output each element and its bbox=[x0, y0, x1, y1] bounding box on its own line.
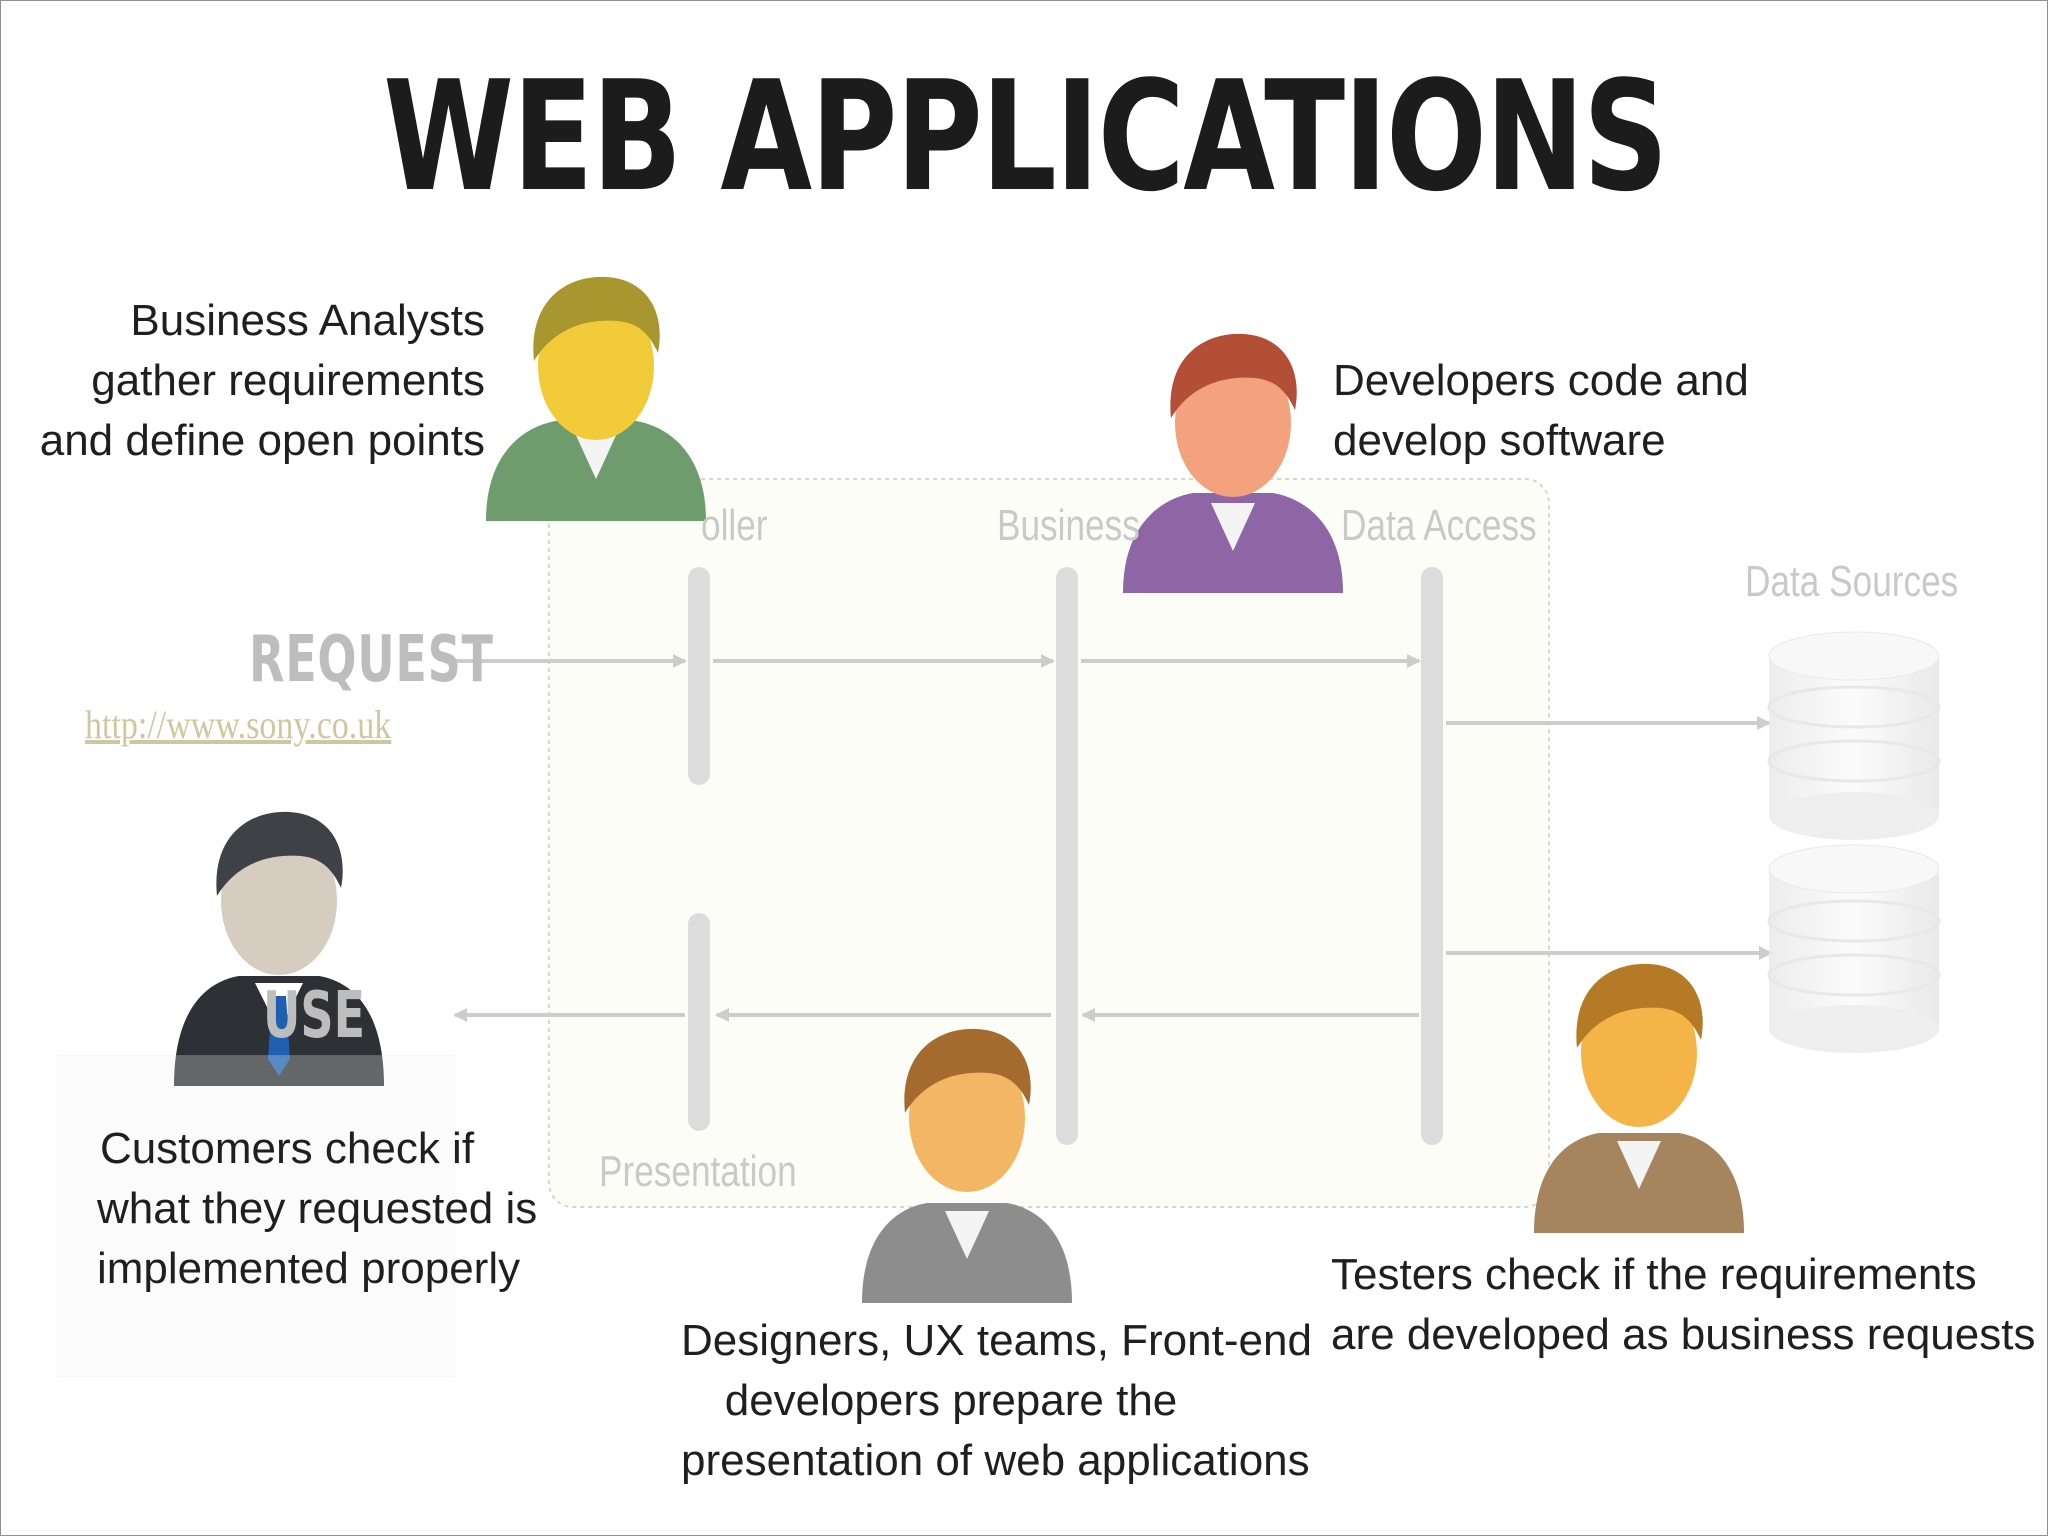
customer-icon bbox=[174, 811, 384, 1086]
data-sources-label: Data Sources bbox=[1745, 557, 1959, 606]
controller-lifeline bbox=[688, 567, 710, 785]
business-label: Business bbox=[997, 501, 1140, 550]
developer-icon bbox=[1123, 333, 1343, 593]
presentation-label: Presentation bbox=[599, 1147, 797, 1196]
data-access-label: Data Access bbox=[1341, 501, 1537, 550]
website-thumbnail bbox=[57, 1055, 455, 1377]
business-lifeline bbox=[1056, 567, 1078, 1145]
response-label: USE bbox=[263, 979, 366, 1053]
customers-note: Customers check if what they requested i… bbox=[97, 1124, 538, 1293]
developers-note: Developers code and develop software bbox=[1333, 356, 1749, 465]
presentation-lifeline bbox=[688, 913, 710, 1131]
database-icon bbox=[1767, 844, 1941, 1053]
designer-icon bbox=[862, 1028, 1072, 1303]
page-title: WEB APPLICATIONS bbox=[383, 48, 1668, 225]
business-analysts-note: Business Analysts gather requirements an… bbox=[39, 296, 485, 465]
business-analyst-icon bbox=[486, 276, 706, 521]
request-label: REQUEST bbox=[249, 623, 494, 697]
tester-icon bbox=[1534, 963, 1744, 1233]
database-icon bbox=[1767, 631, 1941, 840]
request-url: http://www.sony.co.uk bbox=[85, 702, 392, 747]
data-access-lifeline bbox=[1421, 567, 1443, 1145]
testers-note: Testers check if the requirements are de… bbox=[1331, 1250, 2036, 1359]
controller-label: oller bbox=[701, 501, 768, 550]
designers-note: Designers, UX teams, Front-end developer… bbox=[681, 1316, 1312, 1485]
